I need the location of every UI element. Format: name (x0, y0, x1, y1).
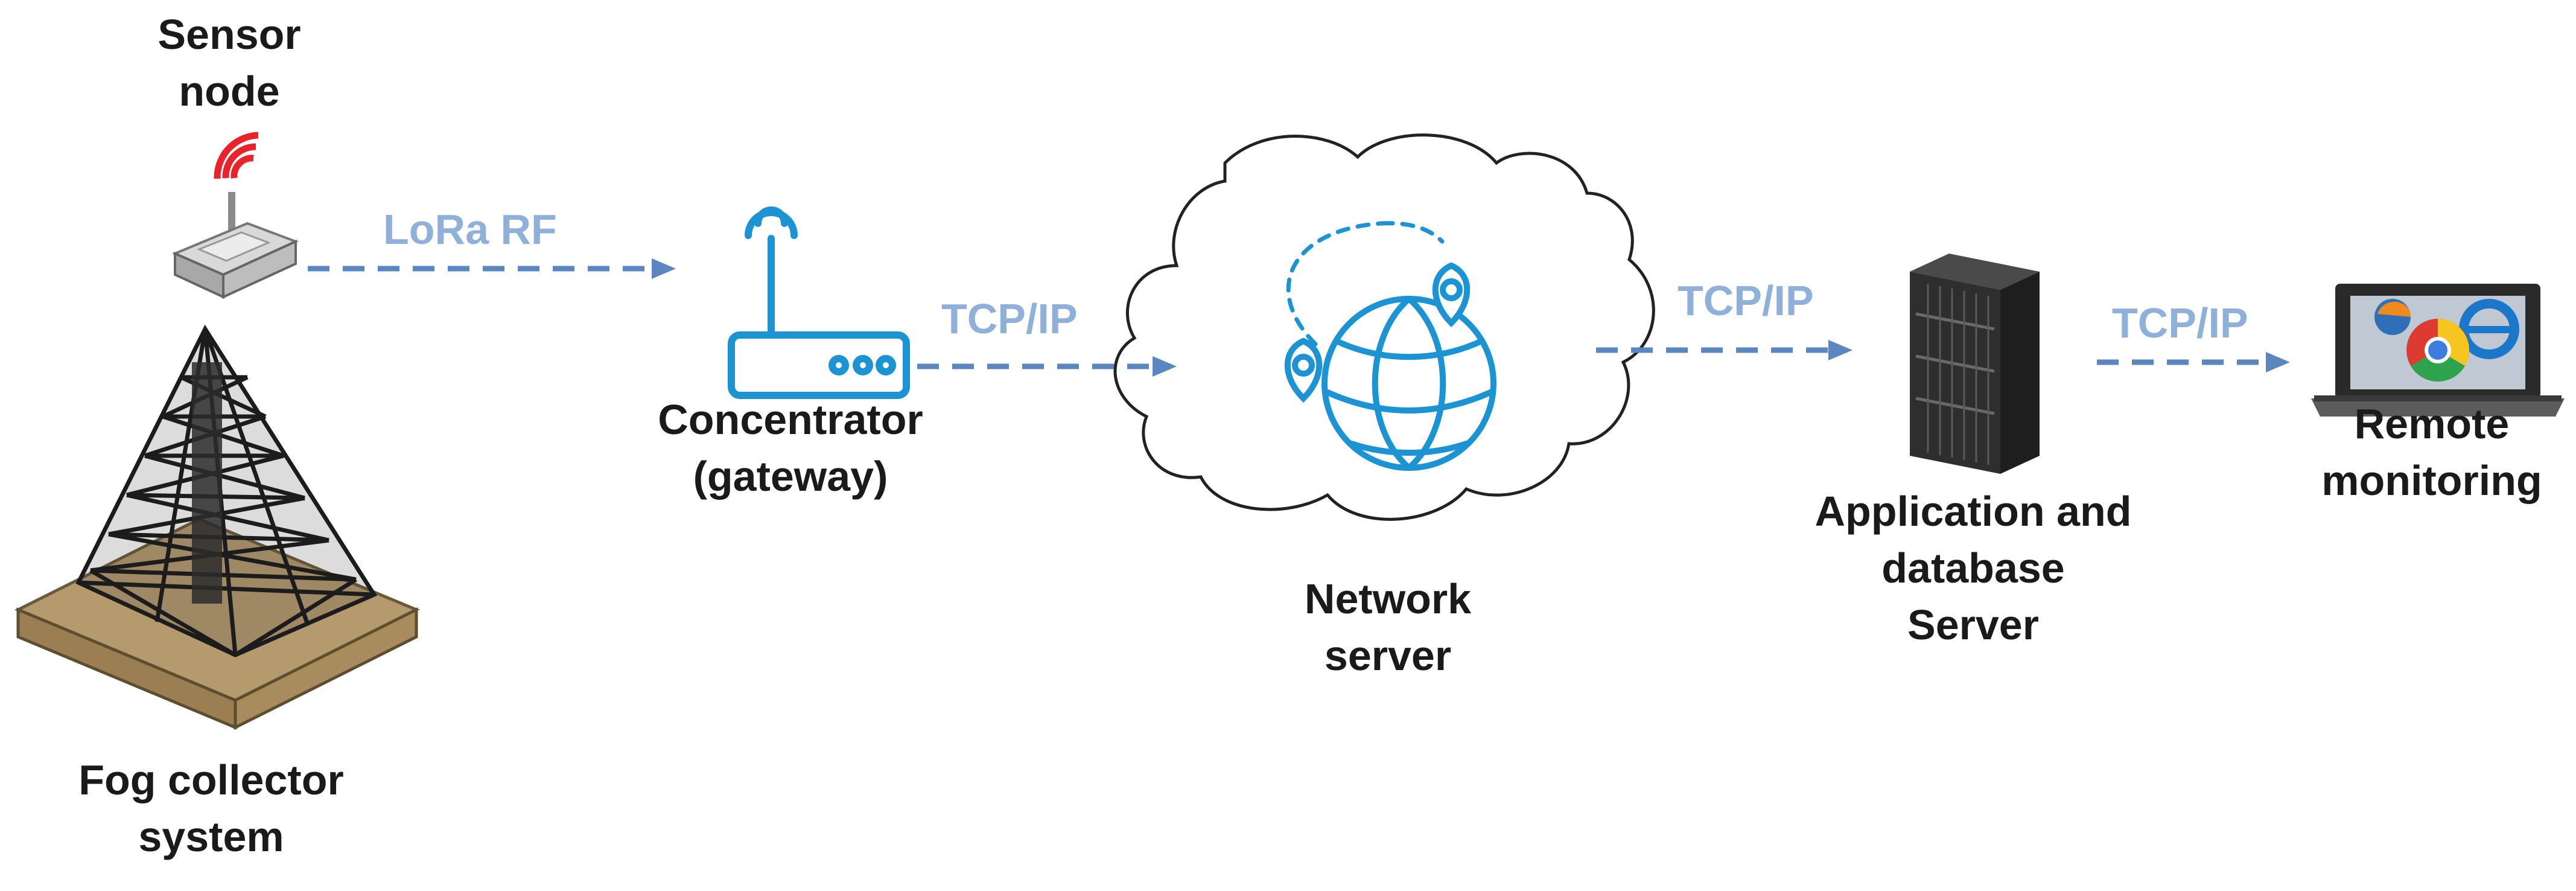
sensor-node-label-line: Sensor (157, 11, 301, 58)
arrow-network-to-server (1596, 340, 1852, 360)
globe-pin-icon (1284, 221, 1496, 471)
gateway-label: Concentrator (gateway) (628, 391, 953, 505)
sensor-device-icon (171, 132, 299, 299)
link-label-tcpip-3: TCP/IP (2112, 299, 2248, 346)
application-server-label-line: Application and (1814, 488, 2132, 535)
server-tower-icon (1910, 254, 2040, 474)
fog-collector-label-line: Fog collector (78, 756, 344, 803)
link-arrows (308, 258, 2290, 377)
fog-collector-label: Fog collector system (48, 752, 374, 865)
fog-collector-label-line: system (138, 813, 284, 860)
gateway-label-line: Concentrator (658, 396, 923, 443)
gateway-label-line: (gateway) (693, 453, 888, 500)
application-server-label-line: Server (1907, 601, 2039, 648)
sensor-node-label-line: node (179, 68, 280, 115)
remote-monitoring-label-line: monitoring (2321, 457, 2542, 504)
sensor-node-label: Sensor node (151, 6, 308, 120)
link-label-tcpip-1: TCP/IP (941, 295, 1078, 342)
arrow-gateway-to-network (917, 356, 1177, 377)
network-server-label-line: server (1324, 632, 1452, 679)
application-server-label-line: database (1881, 544, 2065, 592)
remote-monitoring-label: Remote monitoring (2293, 395, 2571, 509)
arrow-server-to-remote (2097, 352, 2290, 372)
remote-monitoring-label-line: Remote (2354, 400, 2510, 447)
router-icon (728, 206, 910, 399)
laptop-browser-icon (2311, 284, 2565, 417)
link-label-tcpip-2: TCP/IP (1678, 277, 1814, 324)
arrow-sensor-to-gateway (308, 258, 676, 279)
application-server-label: Application and database Server (1768, 483, 2178, 653)
network-server-label: Network server (1255, 570, 1521, 684)
link-label-lora: LoRa RF (383, 206, 557, 253)
network-server-label-line: Network (1304, 575, 1472, 622)
fog-collector-icon (14, 324, 421, 730)
